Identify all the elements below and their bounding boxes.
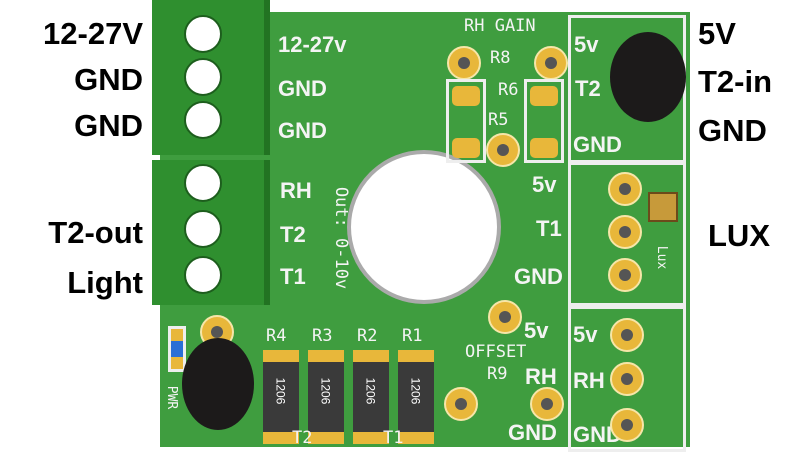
pad: [444, 387, 478, 421]
pad: [488, 300, 522, 334]
label-t2-in: T2-in: [698, 64, 773, 99]
smd-pad: [530, 86, 558, 106]
silk-r1: R1: [402, 326, 423, 346]
label-gnd-right: GND: [698, 113, 767, 148]
pad: [530, 387, 564, 421]
resistor-r2: 1206: [353, 350, 389, 444]
silk-5v: 5v: [532, 172, 557, 197]
screw-terminal[interactable]: [184, 15, 222, 53]
pad: [486, 133, 520, 167]
smd-pad: [530, 138, 558, 158]
light-sensor: [648, 192, 678, 222]
silk-rh: RH: [525, 364, 557, 389]
temperature-sensor-t2-in: [610, 32, 686, 122]
power-led: [168, 326, 186, 372]
r5-footprint: [446, 79, 486, 163]
silk-r6: R6: [498, 80, 519, 100]
temperature-sensor-t2: [182, 338, 254, 430]
silk-t1: T1: [383, 428, 404, 448]
label-lux: LUX: [708, 218, 770, 253]
silk-r2: R2: [357, 326, 378, 346]
resistor-r3: 1206: [308, 350, 344, 444]
silk-r5: R5: [488, 110, 509, 130]
mounting-hole: [347, 150, 501, 304]
silk-5v: 5v: [524, 318, 549, 343]
silk-rh-gain: RH GAIN: [464, 16, 536, 36]
pad: [608, 172, 642, 206]
resistor-size: 1206: [363, 377, 378, 405]
pad: [608, 258, 642, 292]
lux-module: [568, 162, 686, 306]
smd-pad: [452, 86, 480, 106]
silk-12-27v: 12-27v: [278, 32, 347, 57]
rh-module: [568, 306, 686, 452]
silk-t2: T2: [292, 428, 313, 448]
resistor-r4: 1206: [263, 350, 299, 444]
pad: [534, 46, 568, 80]
silk-r9: R9: [487, 364, 508, 384]
silk-rh: RH: [280, 178, 312, 203]
silk-gnd: GND: [508, 420, 557, 445]
silk-rh: RH: [573, 368, 605, 393]
screw-terminal[interactable]: [184, 58, 222, 96]
pad: [610, 408, 644, 442]
silk-t1: T1: [280, 264, 306, 289]
silk-pwr: PWR: [164, 385, 180, 410]
smd-pad: [452, 138, 480, 158]
label-gnd-2: GND: [74, 108, 143, 143]
r6-footprint: [524, 79, 564, 163]
silk-gnd: GND: [514, 264, 563, 289]
label-gnd-1: GND: [74, 62, 143, 97]
label-12-27v: 12-27V: [43, 16, 143, 51]
silk-r3: R3: [312, 326, 333, 346]
silk-5v: 5v: [574, 32, 599, 57]
silk-gnd: GND: [573, 132, 622, 157]
silk-t2: T2: [280, 222, 306, 247]
silk-gnd: GND: [278, 76, 327, 101]
resistor-size: 1206: [318, 377, 333, 405]
resistor-r1: 1206: [398, 350, 434, 444]
silk-gnd: GND: [278, 118, 327, 143]
screw-terminal[interactable]: [184, 101, 222, 139]
label-t2-out: T2-out: [48, 215, 143, 250]
pad: [608, 215, 642, 249]
pad: [610, 362, 644, 396]
silk-t1: T1: [536, 216, 562, 241]
label-light: Light: [67, 265, 143, 300]
silk-r8: R8: [490, 48, 511, 68]
led-body: [171, 341, 183, 357]
silk-t2: T2: [575, 76, 601, 101]
silk-offset: OFFSET: [465, 342, 527, 362]
silk-5v: 5v: [573, 322, 598, 347]
resistor-size: 1206: [273, 377, 288, 405]
screw-terminal[interactable]: [184, 256, 222, 294]
pad: [447, 46, 481, 80]
label-5v: 5V: [698, 16, 736, 51]
pad: [610, 318, 644, 352]
resistor-size: 1206: [408, 377, 423, 405]
screw-terminal[interactable]: [184, 210, 222, 248]
silk-lux: Lux: [654, 245, 670, 270]
silk-r4: R4: [266, 326, 287, 346]
screw-terminal[interactable]: [184, 164, 222, 202]
